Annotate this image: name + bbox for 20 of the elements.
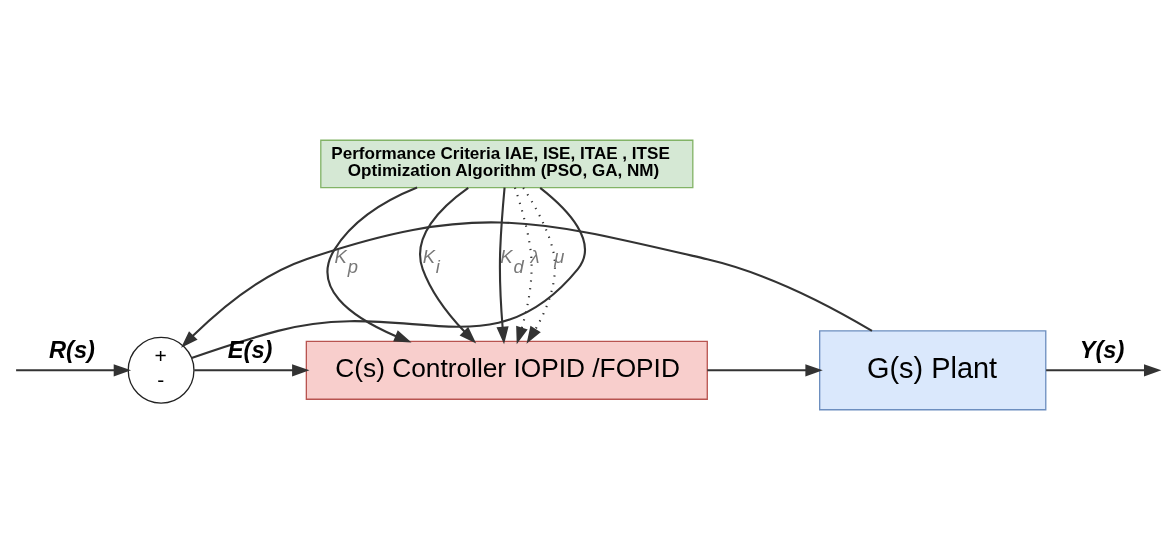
arrow bbox=[194, 364, 310, 377]
node-box: Performance Criteria IAE, ISE, ITAE , ITSE Optimization Algorithm (PSO, GA, NM) bbox=[320, 139, 694, 189]
node-box: G(s) Plant bbox=[819, 330, 1047, 411]
node-box: C(s) Controller IOPID /FOPID bbox=[305, 340, 708, 400]
arrow bbox=[326, 186, 418, 343]
arrow bbox=[181, 221, 873, 348]
edge-label: Y(s) bbox=[1079, 336, 1125, 363]
arrow bbox=[496, 187, 509, 345]
edge-label: R(s) bbox=[48, 336, 95, 363]
edge-label: E(s) bbox=[227, 336, 273, 363]
arrow bbox=[1046, 364, 1162, 377]
arrow bbox=[16, 364, 132, 377]
connector bbox=[191, 187, 586, 359]
arrow bbox=[522, 187, 556, 344]
edge-label: μ bbox=[554, 245, 565, 267]
arrow bbox=[513, 187, 533, 345]
arrow bbox=[419, 187, 477, 344]
node-circle: + - bbox=[127, 336, 195, 404]
arrow bbox=[707, 364, 823, 377]
edge-label: λ bbox=[530, 245, 540, 267]
